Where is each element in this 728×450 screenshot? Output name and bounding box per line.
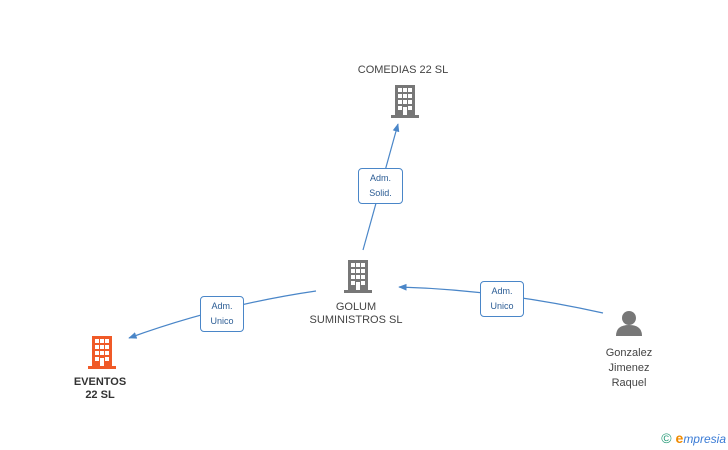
node-name-line3: Raquel	[611, 377, 647, 389]
node-label-eventos[interactable]: EVENTOS 22 SL	[60, 376, 140, 402]
node-label-gonzalez[interactable]: Gonzalez Jimenez Raquel	[588, 346, 670, 391]
node-name-line2: Jimenez	[608, 362, 650, 374]
edge-role-line1: Adm.	[369, 173, 391, 183]
node-label-golum[interactable]: GOLUM SUMINISTROS SL	[296, 301, 416, 327]
node-name-line2: 22 SL	[85, 389, 115, 401]
building-icon[interactable]	[344, 260, 372, 293]
node-name-line1: EVENTOS	[73, 376, 127, 388]
edge-role-line1: Adm.	[211, 301, 233, 311]
building-icon[interactable]	[391, 85, 419, 118]
brand-footer: ©empresia	[661, 430, 726, 446]
brand-name: mpresia	[683, 432, 726, 446]
person-icon[interactable]	[616, 311, 642, 336]
edge-role-line1: Adm.	[491, 286, 513, 296]
edge-role-line2: Solid.	[369, 188, 392, 198]
edge-role-line2: Unico	[210, 316, 234, 326]
brand-initial: e	[675, 430, 684, 446]
node-name: COMEDIAS 22 SL	[357, 64, 449, 76]
node-name-line1: GOLUM	[335, 301, 377, 313]
node-label-comedias[interactable]: COMEDIAS 22 SL	[340, 64, 466, 77]
node-name-line2: SUMINISTROS SL	[309, 314, 403, 326]
copyright-icon: ©	[661, 430, 672, 446]
edge-label-adm-unico-eventos[interactable]: Adm. Unico	[200, 296, 244, 332]
edge-role-line2: Unico	[490, 301, 514, 311]
edge-label-adm-solid[interactable]: Adm. Solid.	[358, 168, 403, 204]
edge-label-adm-unico-golum[interactable]: Adm. Unico	[480, 281, 524, 317]
building-icon[interactable]	[88, 336, 116, 369]
node-name-line1: Gonzalez	[605, 347, 653, 359]
